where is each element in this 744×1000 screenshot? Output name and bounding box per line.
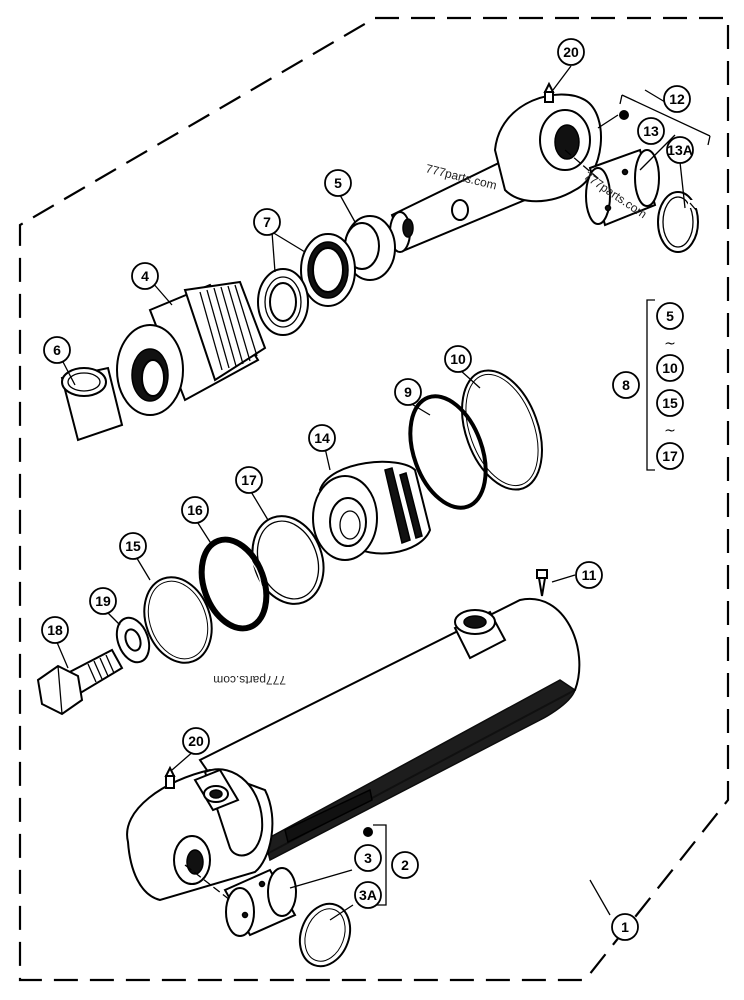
svg-text:6: 6 [53,342,61,358]
kit-list-item-15: 15 [656,389,684,417]
callout-9: 9 [394,378,422,406]
svg-text:18: 18 [47,622,63,638]
bracket-2 [373,824,387,906]
seal-7-a [300,233,356,307]
svg-text:3A: 3A [359,887,377,903]
callout-12: 12 [663,85,691,113]
assembly-marker-dot [363,827,373,837]
callout-7: 7 [253,208,281,236]
svg-text:11: 11 [582,567,597,583]
bracket-8 [646,299,655,471]
piston-14 [312,460,432,561]
callout-16: 16 [181,496,209,524]
snap-ring-3a [298,902,352,968]
seal-16 [198,536,270,632]
kit-list-item-17: 17 [656,442,684,470]
callout-20-lower: 20 [182,727,210,755]
svg-text:7: 7 [263,214,271,230]
callout-10: 10 [444,345,472,373]
bushing-6 [60,366,124,442]
bracket-12 [621,94,711,137]
seal-7-b [257,268,309,336]
snap-ring-13a [657,191,699,253]
bolt-18 [36,648,124,716]
backup-ring-10 [461,369,543,491]
watermark-text: 777parts.com [213,673,286,687]
callout-15: 15 [119,532,147,560]
callout-3a: 3A [354,881,382,909]
svg-text:15: 15 [125,538,141,554]
assembly-marker-dot [619,110,629,120]
washer-19 [115,616,151,664]
svg-text:4: 4 [141,268,149,284]
o-ring-9 [408,394,488,510]
rod-eye-assembly [389,81,602,253]
svg-text:20: 20 [563,44,579,60]
callout-6: 6 [43,336,71,364]
kit-boundary-dashed [18,16,730,982]
gland-head-4 [116,280,267,416]
callout-13: 13 [637,117,665,145]
svg-text:10: 10 [450,351,466,367]
svg-text:10: 10 [662,360,678,376]
svg-text:16: 16 [187,502,203,518]
svg-text:2: 2 [401,857,409,873]
callout-19: 19 [89,587,117,615]
cylinder-clevis [126,765,274,902]
callout-20-upper: 20 [557,38,585,66]
cylinder-barrel [198,597,581,862]
grease-fitting-11 [536,569,548,597]
callout-3: 3 [354,844,382,872]
callout-18: 18 [41,616,69,644]
bushing-13 [585,148,660,227]
callout-17: 17 [235,466,263,494]
svg-text:19: 19 [95,593,111,609]
svg-text:1: 1 [621,919,629,935]
svg-text:5: 5 [334,175,342,191]
callout-5: 5 [324,169,352,197]
svg-text:20: 20 [188,733,204,749]
svg-text:13A: 13A [667,142,693,158]
svg-text:5: 5 [666,308,674,324]
bushing-3 [223,867,297,937]
svg-text:15: 15 [662,395,678,411]
svg-text:17: 17 [662,448,678,464]
svg-text:3: 3 [364,850,372,866]
kit-list-range-sep-2: ~ [664,423,676,439]
svg-text:17: 17 [241,472,257,488]
callout-4: 4 [131,262,159,290]
leader-lines [55,65,686,921]
svg-text:12: 12 [669,91,685,107]
callout-13a: 13A [666,136,694,164]
svg-text:13: 13 [643,123,659,139]
kit-list-item-10: 10 [656,354,684,382]
svg-text:8: 8 [622,377,630,393]
svg-text:14: 14 [314,430,330,446]
callout-8: 8 [612,371,640,399]
kit-list-range-sep-1: ~ [664,336,676,352]
callout-1: 1 [611,913,639,941]
ring-15 [143,576,213,664]
kit-list-item-5: 5 [656,302,684,330]
callout-2: 2 [391,851,419,879]
callout-11: 11 [575,561,603,589]
svg-text:9: 9 [404,384,412,400]
callout-14: 14 [308,424,336,452]
